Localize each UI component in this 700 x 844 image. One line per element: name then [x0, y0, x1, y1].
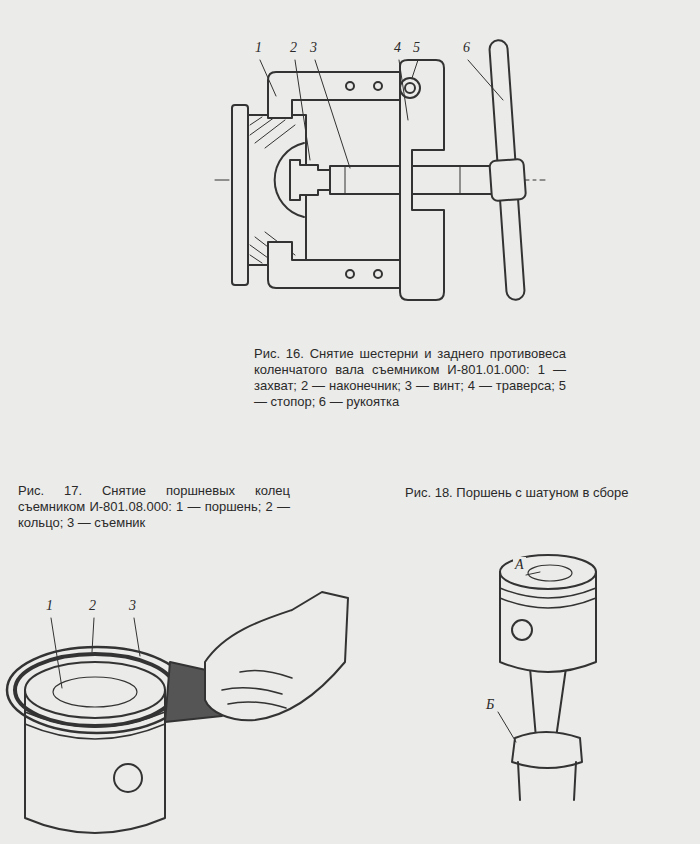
callout-letter: Б: [484, 697, 496, 712]
callout-number: 5: [411, 40, 422, 55]
callout-number: 3: [308, 40, 319, 55]
figure-caption: Рис. 17. Снятие поршневых колец съемнико…: [18, 483, 290, 531]
callout-number: 1: [44, 598, 55, 613]
ring-remover-drawing: [7, 592, 348, 833]
callout-number: 6: [461, 40, 472, 55]
callout-number: 1: [253, 40, 264, 55]
puller-drawing: [215, 39, 545, 301]
callout-letter: А: [513, 557, 526, 572]
callout-number: 2: [288, 40, 299, 55]
callout-number: 4: [392, 40, 403, 55]
figure-caption: Рис. 16. Снятие шестерни и заднего проти…: [254, 346, 566, 410]
figure-caption: Рис. 18. Поршень с шатуном в сборе: [405, 485, 695, 501]
callout-number: 2: [87, 598, 98, 613]
piston-rod-drawing: [498, 555, 596, 800]
callout-number: 3: [127, 598, 138, 613]
